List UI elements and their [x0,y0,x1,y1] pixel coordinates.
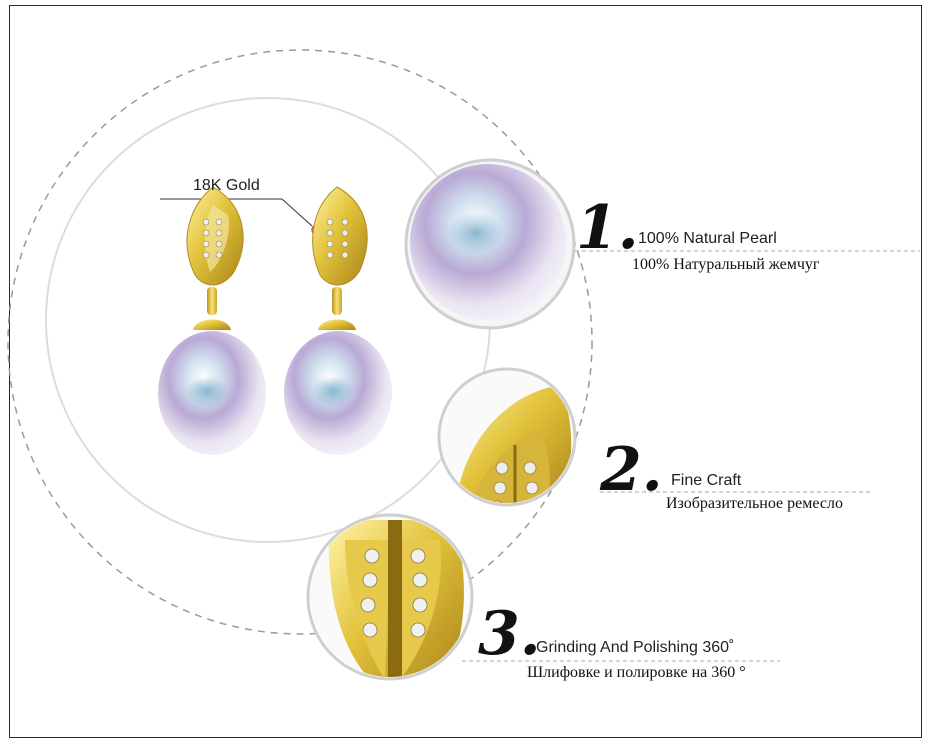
earring-right [284,186,392,455]
polish-closeup [306,513,474,681]
feature-1-title-en: 100% Natural Pearl [638,230,777,247]
feature-3-number: 3. [478,599,541,669]
feature-3-title-en: Grinding And Polishing 360˚ [536,639,735,656]
feature-1-number: 1. [576,193,639,263]
feature-2-title-ru: Изобразительное ремесло [666,495,843,512]
inner-circle [45,97,491,543]
feature-2-title-en: Fine Craft [671,472,742,489]
craft-closeup [437,367,577,507]
feature-3-title-ru: Шлифовке и полировке на 360 ° [527,664,746,681]
dashed-circle [7,49,593,635]
feature-1-title-ru: 100% Натуральный жемчуг [632,256,820,273]
feature-2-number: 2. [600,435,663,505]
gold-label: 18K Gold [193,177,260,194]
pearl-closeup [404,158,576,330]
earring-left [158,186,266,455]
